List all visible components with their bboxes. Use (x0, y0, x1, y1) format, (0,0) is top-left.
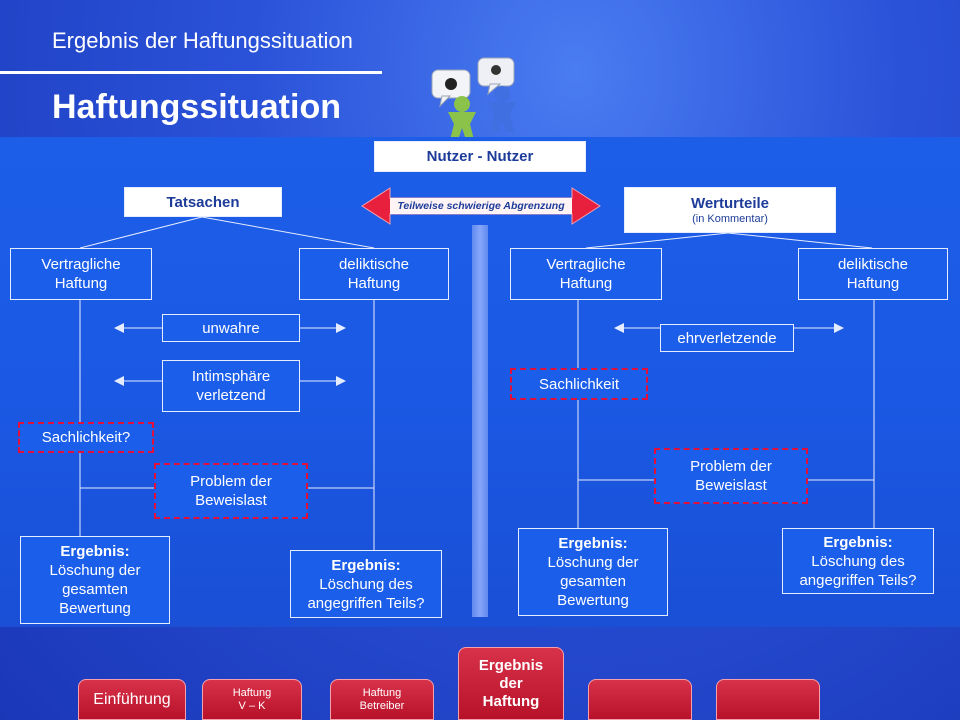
left-result1-line3: Bewertung (59, 600, 131, 617)
werturteile-box: Werturteile (in Kommentar) (624, 187, 836, 233)
nav-ergebnis-button[interactable]: Ergebnis der Haftung (458, 647, 564, 720)
header-divider (0, 71, 382, 74)
right-result1-line1: Löschung der (547, 554, 639, 571)
double-arrow (361, 187, 601, 225)
left-result1-box: Ergebnis: Löschung der gesamten Bewertun… (20, 536, 170, 624)
right-result1-box: Ergebnis: Löschung der gesamten Bewertun… (518, 528, 668, 616)
nav-einfuehrung-label: Einführung (93, 691, 171, 708)
nav-haftung-betreiber-line2: Betreiber (359, 699, 405, 712)
page-title: Haftungssituation (52, 88, 341, 126)
werturteile-label: Werturteile (690, 195, 770, 212)
left-result1-line1: Löschung der (49, 562, 141, 579)
nav-ergebnis-line3: Haftung (482, 692, 540, 710)
root-box: Nutzer - Nutzer (374, 141, 586, 172)
left-beweislast-box: Problem der Beweislast (154, 463, 308, 519)
right-beweislast-box: Problem der Beweislast (654, 448, 808, 504)
left-vertragliche-box: Vertragliche Haftung (10, 248, 152, 300)
left-unwahre-label: unwahre (202, 319, 260, 337)
arrow-label: Teilweise schwierige Abgrenzung (397, 200, 565, 212)
right-vertragliche-line2: Haftung (559, 275, 613, 292)
left-sachlichkeit-box: Sachlichkeit? (18, 422, 154, 453)
left-intimsphaere-box: Intimsphäre verletzend (162, 360, 300, 412)
people-chat-icon (431, 57, 516, 140)
nav-haftung-betreiber-button[interactable]: Haftung Betreiber (330, 679, 434, 720)
right-result2-line2: angegriffen Teils? (799, 571, 917, 589)
left-deliktische-line1: deliktische (338, 256, 410, 273)
right-result1-line2: gesamten (560, 573, 626, 590)
right-ehrverletzende-box: ehrverletzende (660, 324, 794, 352)
left-vertragliche-line1: Vertragliche (41, 256, 121, 273)
right-beweis-line2: Beweislast (695, 477, 767, 494)
nav-empty-button-6[interactable] (716, 679, 820, 720)
right-result1-line3: Bewertung (557, 592, 629, 609)
right-sachlichkeit-box: Sachlichkeit (510, 368, 648, 400)
right-sachlichkeit-label: Sachlichkeit (538, 375, 620, 393)
right-beweis-line1: Problem der (690, 458, 772, 475)
right-deliktische-line2: Haftung (846, 275, 900, 292)
right-result2-line1: Löschung des (811, 552, 905, 570)
left-result2-line2: angegriffen Teils? (307, 594, 425, 612)
left-result1-line2: gesamten (62, 581, 128, 598)
left-vertragliche-line2: Haftung (54, 275, 108, 292)
left-beweis-line2: Beweislast (195, 492, 267, 509)
nav-haftung-vk-line1: Haftung (232, 686, 272, 699)
nav-empty-button-5[interactable] (588, 679, 692, 720)
nav-haftung-vk-line2: V – K (238, 699, 266, 712)
right-vertragliche-line1: Vertragliche (546, 256, 626, 273)
left-result2-head: Ergebnis: (331, 556, 401, 574)
left-intim-line1: Intimsphäre (191, 368, 271, 385)
header-title: Ergebnis der Haftungssituation (52, 28, 353, 53)
left-result2-box: Ergebnis: Löschung des angegriffen Teils… (290, 550, 442, 618)
left-unwahre-box: unwahre (162, 314, 300, 342)
center-divider (472, 225, 488, 617)
nav-haftung-betreiber-line1: Haftung (362, 686, 402, 699)
root-label: Nutzer - Nutzer (426, 148, 534, 165)
left-deliktische-box: deliktische Haftung (299, 248, 449, 300)
right-result2-box: Ergebnis: Löschung des angegriffen Teils… (782, 528, 934, 594)
werturteile-sublabel: (in Kommentar) (692, 213, 768, 225)
left-sachlichkeit-label: Sachlichkeit? (41, 429, 131, 446)
nav-ergebnis-line1: Ergebnis (478, 656, 544, 674)
nav-ergebnis-line2: der (499, 674, 523, 692)
left-result1-head: Ergebnis: (60, 543, 130, 560)
tatsachen-box: Tatsachen (124, 187, 282, 217)
nav-einfuehrung-button[interactable]: Einführung (78, 679, 186, 720)
right-ehr-label: ehrverletzende (677, 329, 777, 347)
left-deliktische-line2: Haftung (347, 275, 401, 292)
tatsachen-label: Tatsachen (166, 193, 240, 211)
right-deliktische-box: deliktische Haftung (798, 248, 948, 300)
right-vertragliche-box: Vertragliche Haftung (510, 248, 662, 300)
left-beweis-line1: Problem der (190, 473, 272, 490)
right-result2-head: Ergebnis: (823, 533, 893, 551)
right-result1-head: Ergebnis: (558, 535, 628, 552)
left-result2-line1: Löschung des (319, 575, 413, 593)
left-intim-line2: verletzend (196, 387, 266, 404)
right-deliktische-line1: deliktische (837, 256, 909, 273)
nav-haftung-vk-button[interactable]: Haftung V – K (202, 679, 302, 720)
